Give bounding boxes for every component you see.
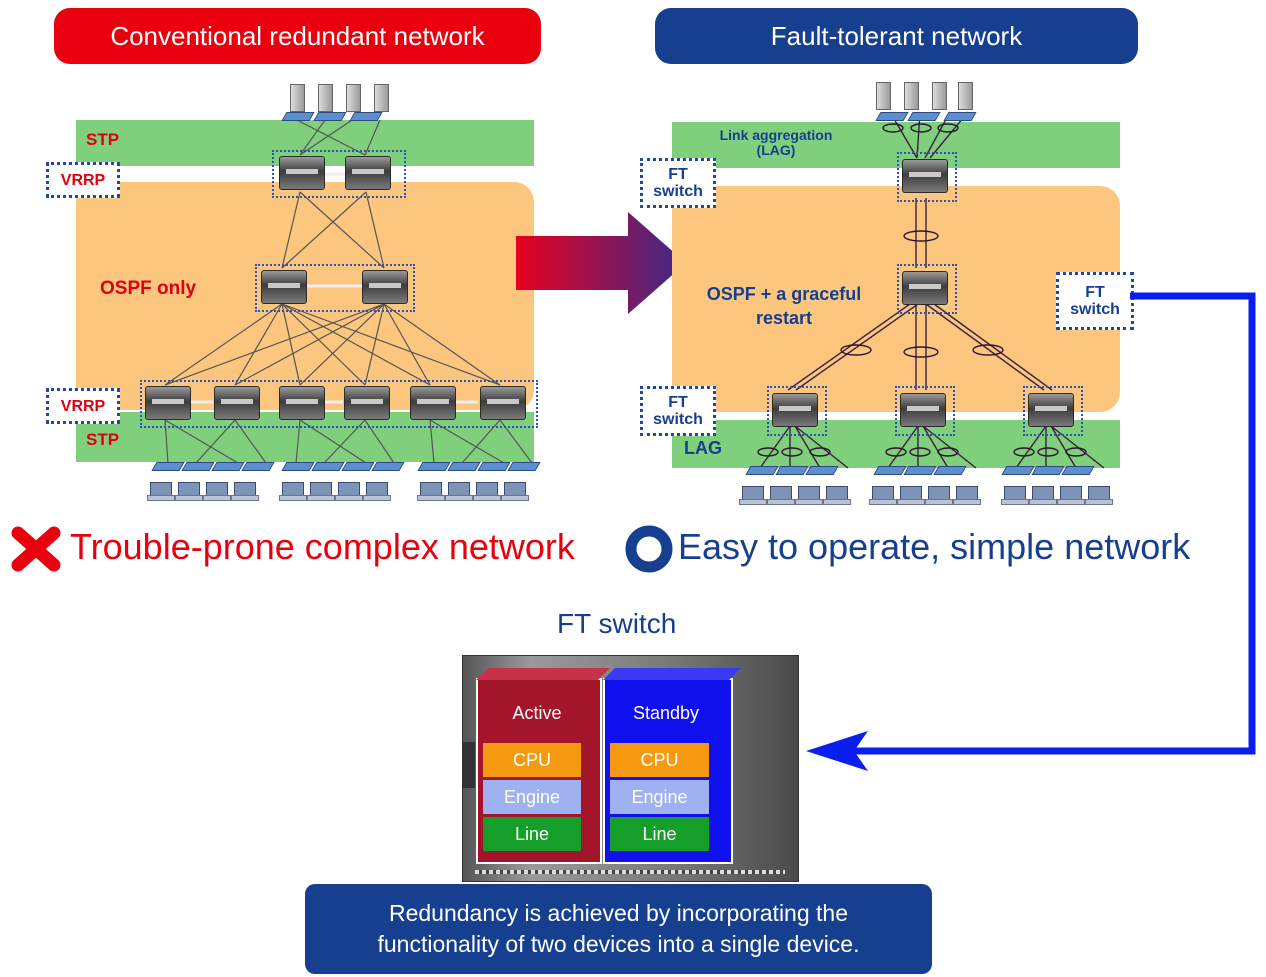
result-left-text: Trouble-prone complex network (70, 526, 575, 567)
redundancy-note-text: Redundancy is achieved by incorporating … (377, 900, 860, 957)
server-icon (876, 82, 891, 110)
active-block-top (476, 668, 610, 680)
pc-icon (417, 482, 445, 501)
chassis-handle (463, 742, 475, 788)
active-line-module: Line (483, 817, 581, 851)
pc-icon (363, 482, 391, 501)
switch-icon (902, 159, 948, 193)
switch-icon (900, 393, 946, 427)
standby-cpu-module: CPU (610, 743, 709, 777)
pc-icon (925, 486, 953, 505)
stp-bottom-band (76, 412, 534, 462)
ft-switch-top-callout: FT switch (640, 158, 716, 208)
pc-icon (823, 486, 851, 505)
pc-icon (307, 482, 335, 501)
ospf-graceful-restart-label: OSPF + a graceful restart (706, 284, 862, 328)
hub-icon (875, 112, 909, 121)
pc-icon (953, 486, 981, 505)
switch-icon (772, 393, 818, 427)
switch-icon (344, 386, 390, 420)
pc-icon (501, 482, 529, 501)
ft-switch-group-access-3 (1023, 386, 1083, 436)
standby-block-top (603, 668, 741, 680)
switch-icon (362, 270, 408, 304)
active-label: Active (512, 703, 562, 723)
vrrp-top-callout: VRRP (46, 162, 120, 198)
pc-icon (1001, 486, 1029, 505)
pc-icon (1057, 486, 1085, 505)
server-icon (318, 84, 333, 112)
active-cpu-module: CPU (483, 743, 581, 777)
pc-icon (1029, 486, 1057, 505)
switch-icon (279, 386, 325, 420)
server-icon (374, 84, 389, 112)
stp-top-label: STP (86, 130, 120, 149)
switch-group-access (140, 380, 538, 428)
switch-icon (345, 156, 391, 190)
server-icon (346, 84, 361, 112)
server-icon (932, 82, 947, 110)
circle-icon (625, 525, 673, 573)
ft-switch-group-aggregation (897, 264, 957, 314)
switch-icon (261, 270, 307, 304)
pc-icon (1085, 486, 1113, 505)
lag-top-band (672, 122, 1120, 168)
pc-icon (767, 486, 795, 505)
ft-switch-title: FT switch (557, 608, 677, 639)
connector-arrow-icon (806, 292, 1256, 771)
pc-icon (147, 482, 175, 501)
standby-label: Standby (632, 703, 700, 723)
switch-icon (214, 386, 260, 420)
header-fault-tolerant-network: Fault-tolerant network (655, 8, 1138, 64)
ft-switch-bottom-callout: FT switch (640, 386, 716, 436)
ft-switch-group-access-2 (895, 386, 955, 436)
ospf-band (672, 186, 1120, 412)
chassis-vent (475, 870, 785, 874)
pc-icon (175, 482, 203, 501)
pc-icon (897, 486, 925, 505)
pc-icon (473, 482, 501, 501)
lag-label: LAG (684, 438, 722, 458)
switch-icon (480, 386, 526, 420)
server-icon (904, 82, 919, 110)
switch-icon (902, 271, 948, 305)
result-right-text: Easy to operate, simple network (678, 526, 1191, 567)
hub-icon (943, 112, 977, 121)
pc-icon (869, 486, 897, 505)
switch-group-core (272, 150, 406, 198)
ospf-only-label: OSPF only (100, 278, 197, 299)
switch-icon (1028, 393, 1074, 427)
server-icon (958, 82, 973, 110)
standby-engine-module: Engine (610, 780, 709, 814)
pc-icon (203, 482, 231, 501)
vrrp-bottom-callout: VRRP (46, 388, 120, 424)
hub-icon (745, 466, 779, 475)
ft-switch-group-core (897, 152, 957, 202)
pc-icon (335, 482, 363, 501)
ft-switch-group-access-1 (767, 386, 827, 436)
standby-line-module: Line (610, 817, 709, 851)
cross-icon (11, 526, 61, 572)
switch-icon (145, 386, 191, 420)
switch-icon (410, 386, 456, 420)
pc-icon (739, 486, 767, 505)
stp-bottom-label: STP (86, 430, 120, 449)
switch-group-aggregation (255, 264, 415, 312)
pc-icon (279, 482, 307, 501)
ft-switch-side-callout: FT switch (1056, 272, 1134, 330)
active-engine-module: Engine (483, 780, 581, 814)
link-aggregation-label: Link aggregation (LAG) (719, 127, 833, 158)
pc-icon (231, 482, 259, 501)
hub-icon (907, 112, 941, 121)
right-network-links (757, 111, 1105, 469)
redundancy-note: Redundancy is achieved by incorporating … (305, 884, 932, 974)
server-icon (290, 84, 305, 112)
pc-icon (795, 486, 823, 505)
pc-icon (445, 482, 473, 501)
arrow-right-icon (516, 212, 686, 314)
header-conventional-network: Conventional redundant network (54, 8, 541, 64)
switch-icon (279, 156, 325, 190)
